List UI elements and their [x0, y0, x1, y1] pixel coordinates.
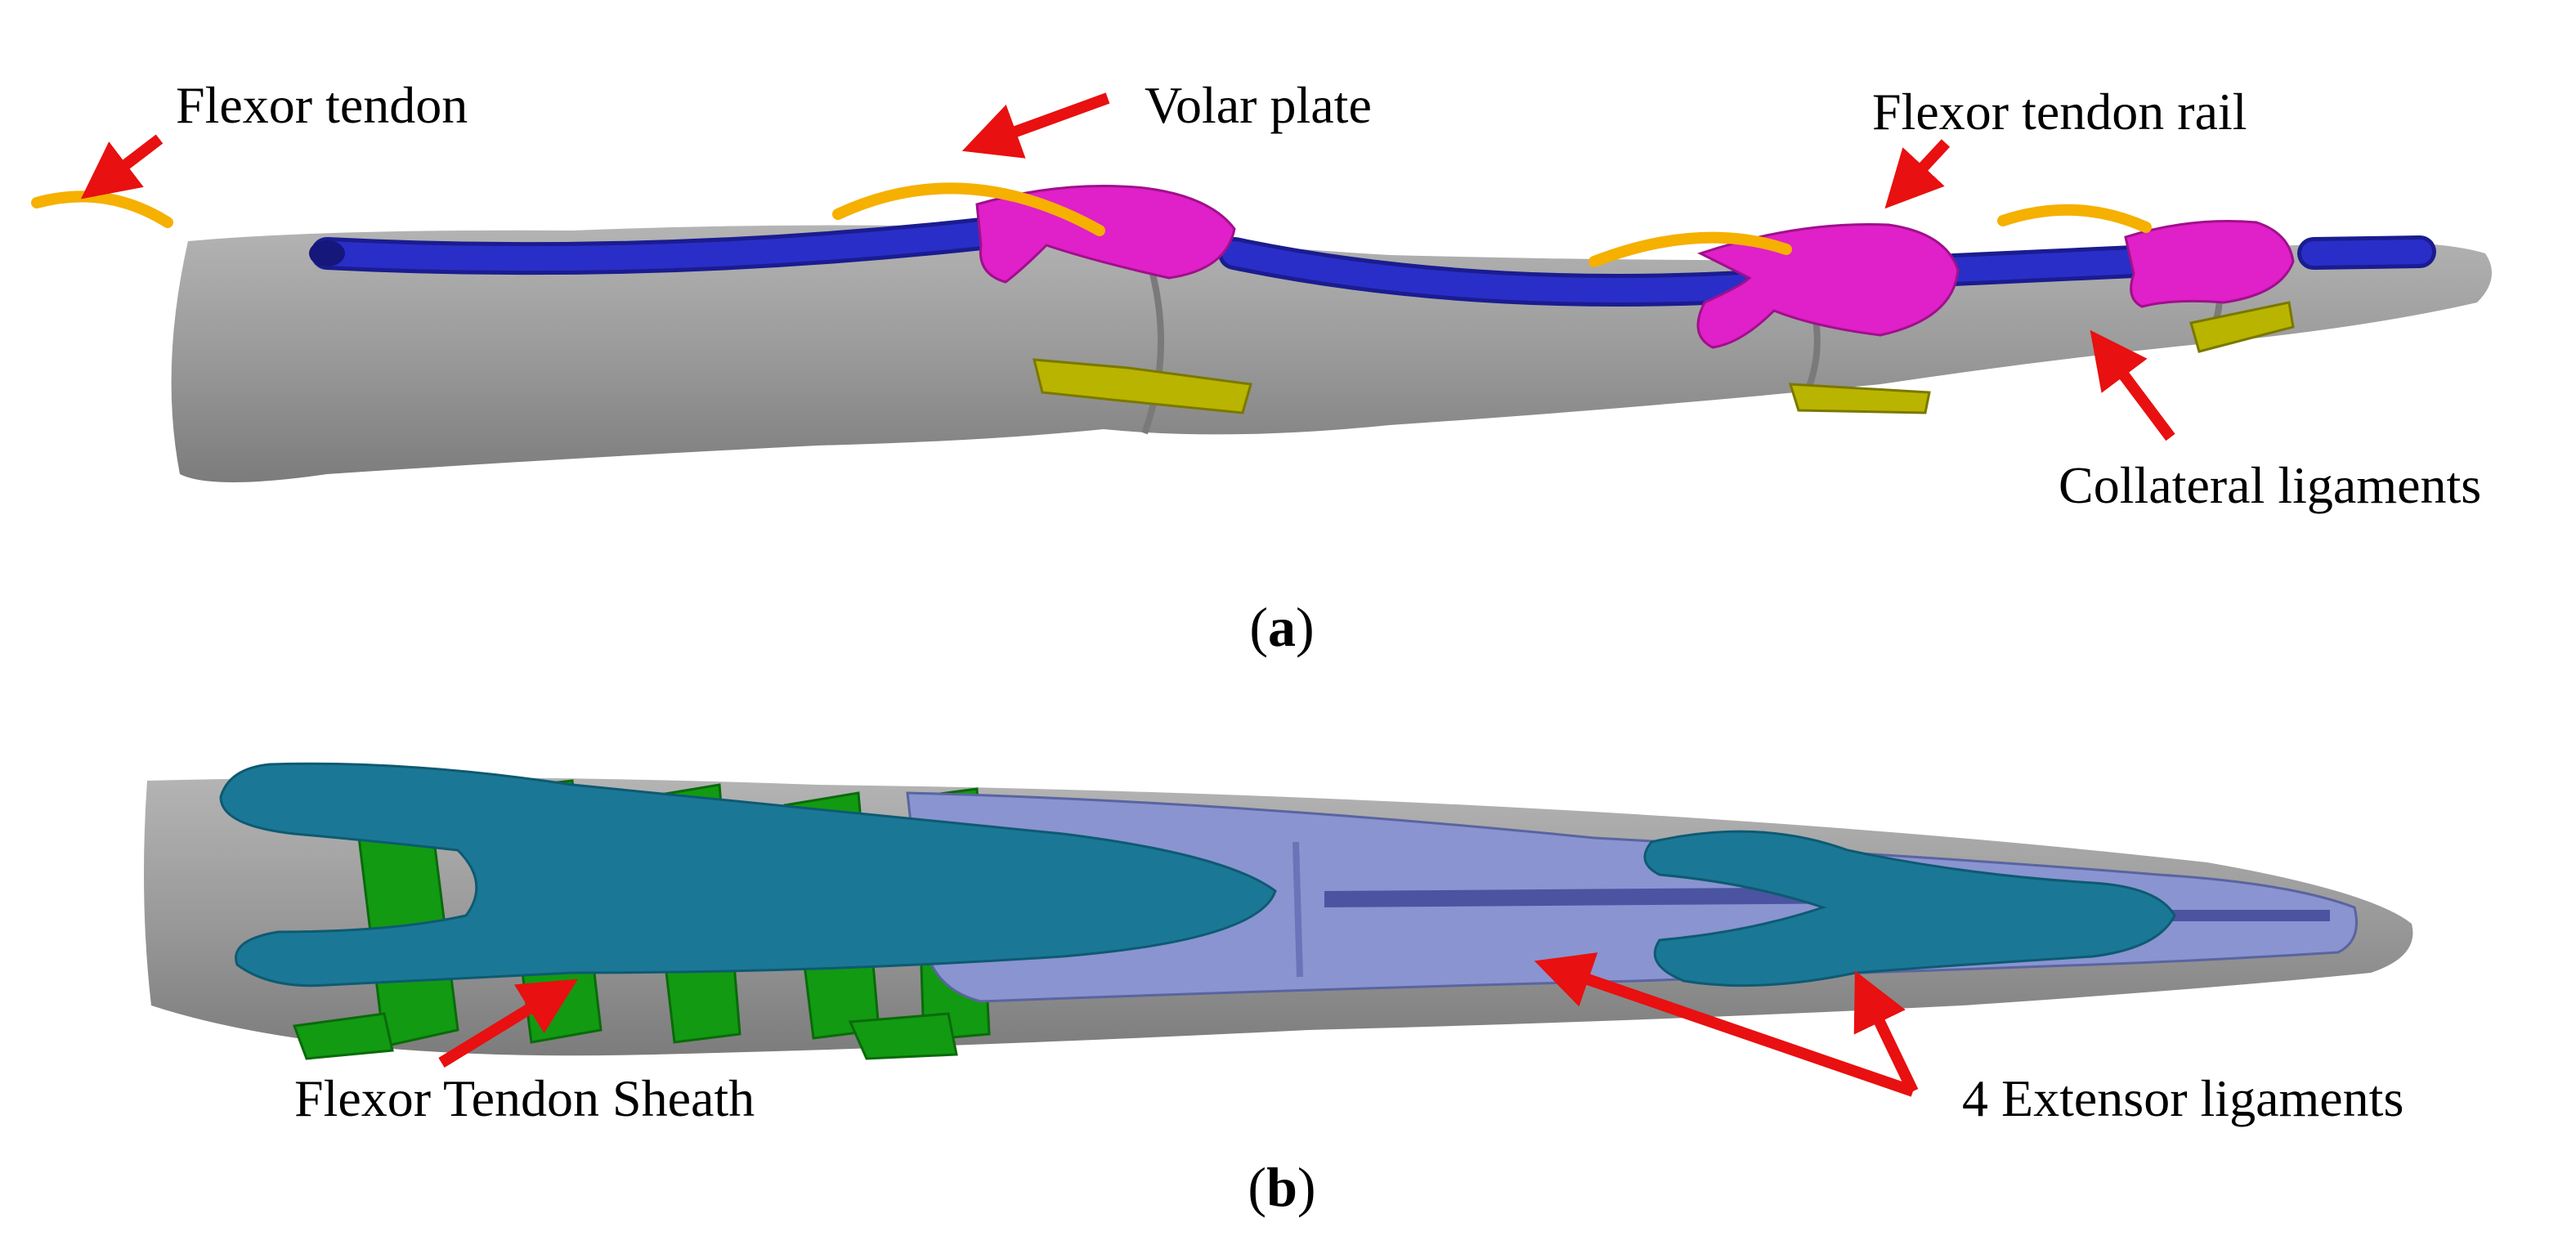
caption-b: (b)	[1248, 1156, 1315, 1218]
panel-a: Flexor tendon Volar plate Flexor tendon …	[31, 76, 2493, 658]
label-extensor-ligaments: 4 Extensor ligaments	[1962, 1069, 2404, 1127]
annotation-arrows-b	[438, 952, 1919, 1097]
label-flexor-tendon-rail: Flexor tendon rail	[1872, 83, 2247, 141]
label-flexor-tendon-sheath: Flexor Tendon Sheath	[294, 1069, 755, 1127]
panel-b: Flexor Tendon Sheath 4 Extensor ligament…	[144, 762, 2413, 1218]
volar-plate-3	[2124, 219, 2295, 308]
label-flexor-tendon: Flexor tendon	[176, 76, 468, 134]
collateral-ligament-3	[2189, 301, 2295, 353]
tendon-rail-tube	[311, 217, 2436, 307]
extensor-ligament-dark-proximal	[219, 762, 1277, 987]
extensor-ligament-dark-distal	[1643, 830, 2176, 987]
label-collateral-ligaments: Collateral ligaments	[2059, 456, 2481, 514]
collateral-ligament-1	[1033, 358, 1252, 414]
collateral-ligament-2	[1788, 383, 1931, 414]
label-volar-plate: Volar plate	[1145, 76, 1372, 134]
caption-a: (a)	[1249, 596, 1314, 658]
volar-plate-2	[1696, 222, 1960, 349]
annotation-arrows-a	[80, 92, 2175, 441]
